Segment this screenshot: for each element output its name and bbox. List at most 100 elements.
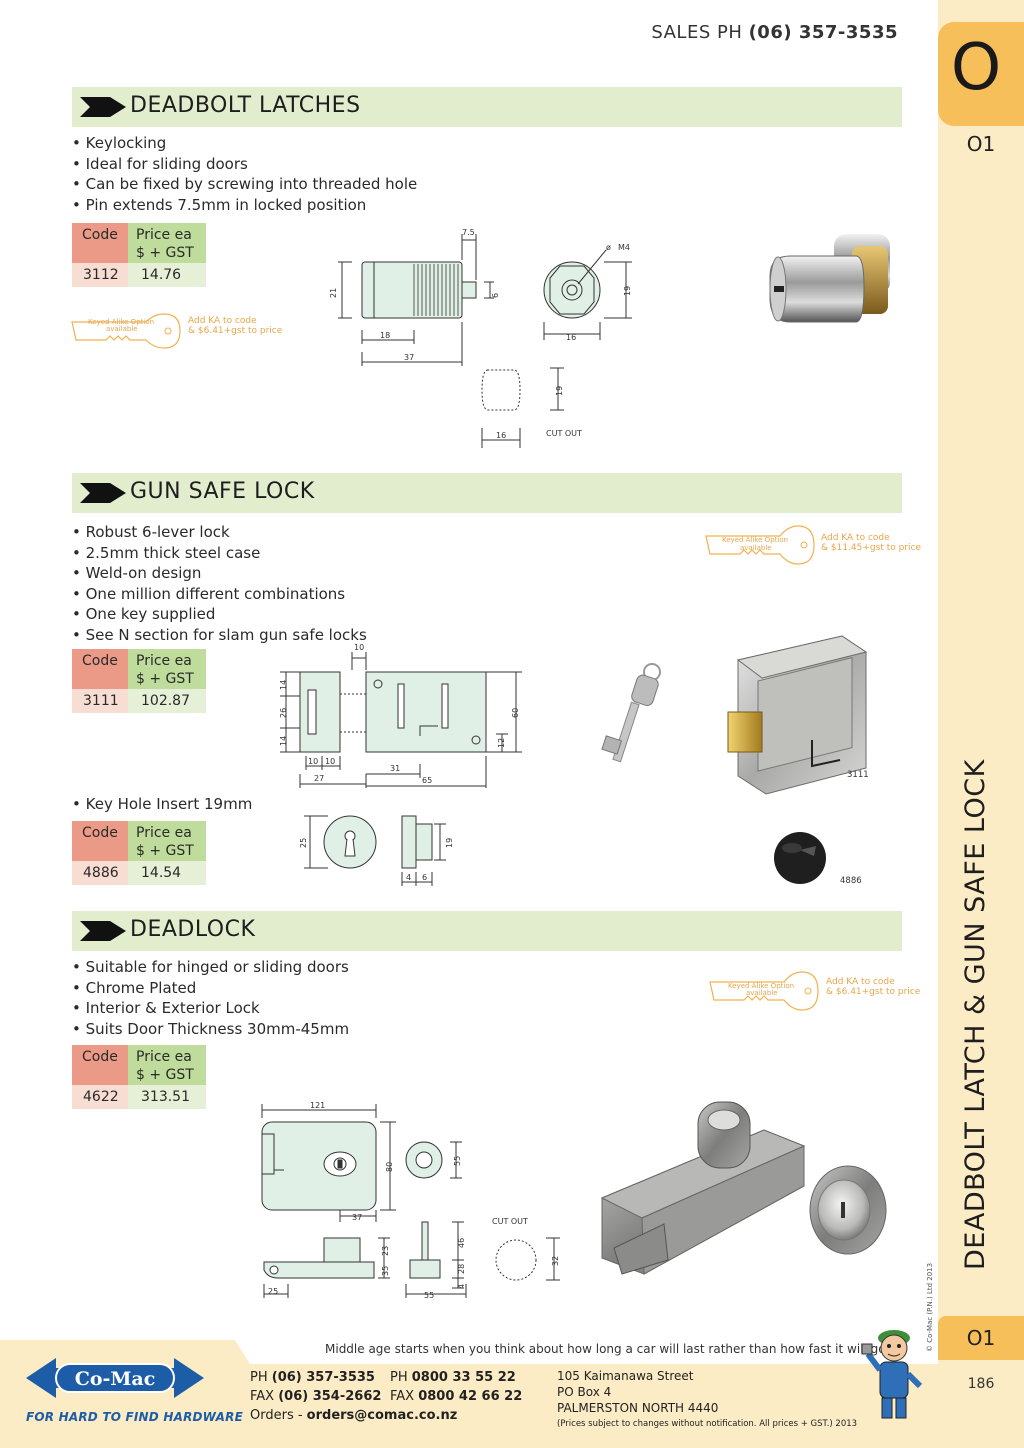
feature-list-deadbolt: Keylocking Ideal for sliding doors Can b…: [72, 133, 418, 216]
deadlock-technical-drawing: 121 80 55 37 23 35 46 28 4 25 55 32 CUT …: [261, 1101, 560, 1300]
comac-logo: Co-Mac: [26, 1358, 204, 1398]
price-disclaimer: (Prices subject to changes without notif…: [557, 1419, 858, 1429]
price-header: Price ea$ + GST: [128, 1045, 206, 1085]
code-header: Code: [72, 821, 128, 861]
footer-contact-local: PH (06) 357-3535 FAX (06) 354-2662 Order…: [250, 1368, 457, 1425]
product-code: 3111: [72, 689, 128, 713]
price-header-line: $ + GST: [136, 245, 194, 261]
product-code: 4622: [72, 1085, 128, 1109]
feature-item: Chrome Plated: [72, 978, 349, 999]
feature-list-gun-safe: Robust 6-lever lock 2.5mm thick steel ca…: [72, 522, 367, 646]
dim-label: 19: [623, 286, 632, 296]
dim-label: 37: [352, 1213, 362, 1222]
ka-note-line: Add KA to code: [188, 316, 257, 326]
dim-label: 19: [445, 838, 454, 848]
fax-number: (06) 354-2662: [278, 1389, 382, 1404]
dim-label: 6: [422, 873, 427, 882]
price-header-line: Price ea: [136, 227, 192, 243]
price-header-line: Price ea: [136, 1049, 192, 1065]
section-arrow-icon: [80, 483, 126, 503]
dim-label: M4: [618, 243, 630, 252]
code-header: Code: [72, 223, 128, 263]
ka-key-text: available: [740, 544, 772, 552]
orders-email-link[interactable]: orders@comac.co.nz: [306, 1408, 458, 1423]
contact-label: Orders -: [250, 1408, 307, 1423]
gun-safe-lock-photo: [727, 635, 868, 795]
product-price: 102.87: [128, 689, 206, 713]
dim-label: 23: [381, 1246, 390, 1256]
feature-item: Can be fixed by screwing into threaded h…: [72, 174, 418, 195]
feature-item: Robust 6-lever lock: [72, 522, 367, 543]
ka-key-text: available: [106, 325, 138, 333]
footer-quote: Middle age starts when you think about h…: [325, 1342, 890, 1356]
code-header: Code: [72, 1045, 128, 1085]
product-price: 14.54: [128, 861, 206, 885]
key-hole-insert-photo: [774, 832, 826, 884]
ka-price-note: Add KA to code & $6.41+gst to price: [188, 316, 282, 336]
dim-label: 28: [457, 1264, 466, 1274]
price-header-line: $ + GST: [136, 671, 194, 687]
price-header-line: $ + GST: [136, 843, 194, 859]
key-hole-insert-drawing: 25 19 4 6: [299, 815, 454, 886]
section-bar-deadbolt-latches: DEADBOLT LATCHES: [72, 87, 902, 127]
product-code: 3112: [72, 263, 128, 287]
ka-price-note: Add KA to code & $6.41+gst to price: [826, 977, 920, 997]
feature-item: 2.5mm thick steel case: [72, 543, 367, 564]
dim-label: 35: [381, 1266, 390, 1276]
ka-key-text: Keyed Alike Option: [88, 318, 154, 326]
dim-label: 10: [325, 757, 335, 766]
dim-label: 80: [385, 1162, 394, 1172]
ka-note-line: & $6.41+gst to price: [188, 326, 283, 336]
section-title: DEADLOCK: [130, 917, 256, 942]
keyed-alike-key-icon: Keyed Alike Option available: [71, 313, 181, 349]
dim-label: 37: [404, 353, 414, 362]
freephone-number: 0800 33 55 22: [411, 1370, 516, 1385]
feature-item: Suits Door Thickness 30mm-45mm: [72, 1019, 349, 1040]
photo-label: 3111: [847, 770, 869, 780]
tab-code-bottom: O1: [966, 1326, 996, 1350]
dim-label: 65: [422, 776, 432, 785]
dim-label: 12: [497, 738, 506, 748]
ka-note-line: Add KA to code: [821, 533, 890, 543]
address-line: 105 Kaimanawa Street: [557, 1369, 694, 1383]
ka-price-note: Add KA to code & $11.45+gst to price: [821, 533, 921, 553]
feature-item: Key Hole Insert 19mm: [72, 794, 253, 815]
vertical-section-title: DEADBOLT LATCH & GUN SAFE LOCK: [960, 759, 991, 1270]
tab-code-top: O1: [966, 132, 996, 156]
tab-bottom-background: [938, 1316, 1024, 1360]
sales-phone-header: SALES PH (06) 357-3535: [651, 22, 898, 43]
cutout-label: CUT OUT: [492, 1217, 528, 1226]
section-bar-deadlock: DEADLOCK: [72, 911, 902, 951]
sales-label: SALES PH: [651, 22, 749, 43]
feature-item: Suitable for hinged or sliding doors: [72, 957, 349, 978]
feature-item: Pin extends 7.5mm in locked position: [72, 195, 417, 216]
feature-item: One million different combinations: [72, 584, 367, 605]
address-line: PO Box 4: [557, 1385, 612, 1399]
feature-item: One key supplied: [72, 604, 367, 625]
contact-label: FAX: [250, 1389, 279, 1404]
dim-label: 31: [390, 764, 400, 773]
page-number: 186: [967, 1376, 995, 1392]
gun-safe-technical-drawing: 10 14 26 14 60 12 10 10 27 31 65: [279, 643, 522, 788]
price-header: Price ea $ + GST: [128, 223, 206, 263]
product-price: 14.76: [128, 263, 206, 287]
dim-label: 121: [310, 1101, 325, 1110]
keyed-alike-key-icon: Keyed Alike Option available: [709, 971, 819, 1011]
feature-item: Weld-on design: [72, 563, 367, 584]
dim-label: 27: [314, 774, 324, 783]
tab-letter: O: [950, 31, 1002, 105]
dim-label: 46: [457, 1238, 466, 1248]
section-title: GUN SAFE LOCK: [130, 479, 315, 504]
price-header: Price ea$ + GST: [128, 821, 206, 861]
section-arrow-icon: [80, 921, 126, 941]
brand-name: Co-Mac: [75, 1368, 156, 1390]
section-arrow-icon: [80, 97, 126, 117]
tab-letter-background: [938, 22, 1024, 126]
dim-label: 4: [457, 1284, 466, 1289]
ka-note-line: Add KA to code: [826, 977, 895, 987]
sales-phone: (06) 357-3535: [748, 22, 898, 43]
ka-key-text: Keyed Alike Option: [728, 982, 794, 990]
dim-label: 14: [279, 736, 288, 746]
photo-label: 4886: [840, 876, 862, 886]
contact-label: PH: [250, 1370, 272, 1385]
